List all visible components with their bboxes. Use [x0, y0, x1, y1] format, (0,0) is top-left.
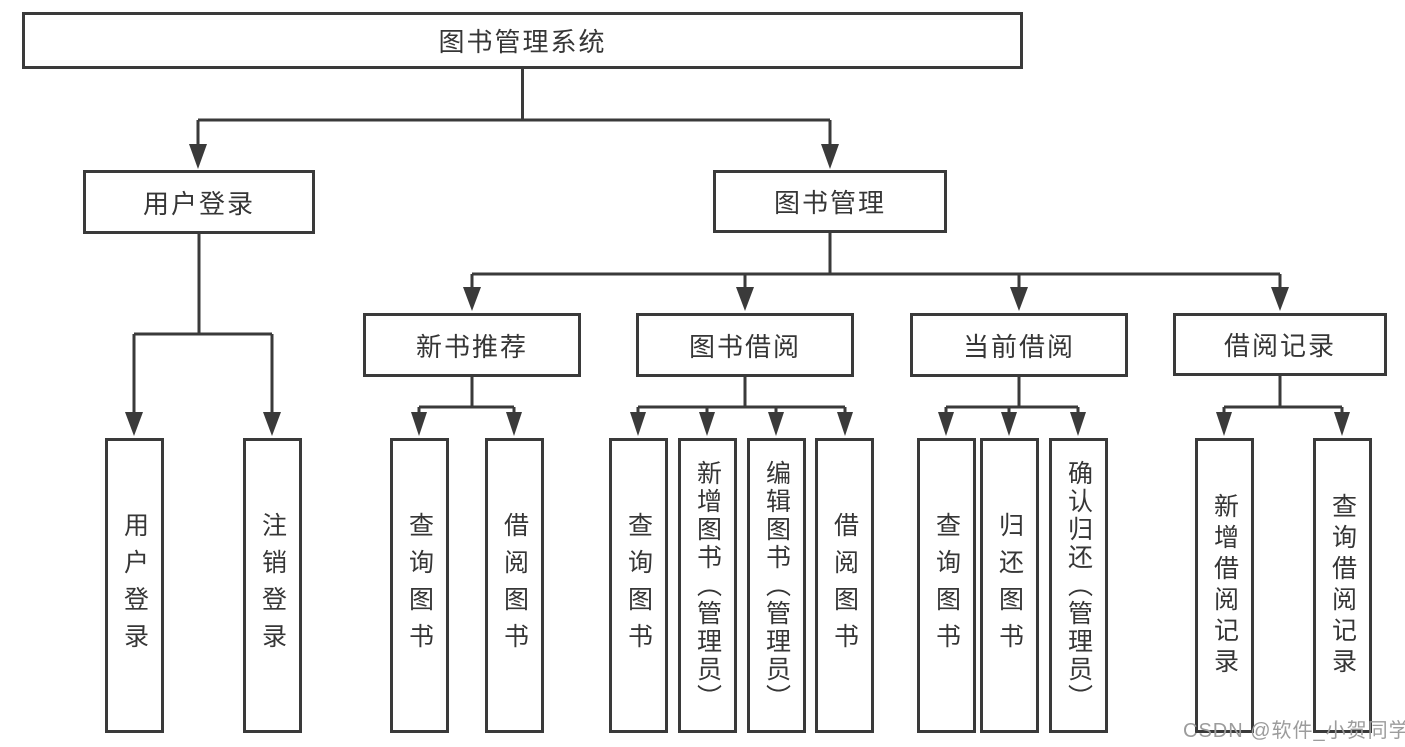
node-label: 当前借阅 [962, 331, 1075, 362]
node-user-login: 用户登录 [83, 170, 315, 234]
leaf-user-login: 用户登录 [105, 438, 164, 733]
node-label: 借阅图书 [500, 511, 529, 660]
node-label: 借阅记录 [1223, 331, 1336, 361]
node-new-book-recommend: 新书推荐 [363, 313, 581, 377]
node-label: 注销登录 [258, 511, 287, 660]
leaf-query-books-current: 查询图书 [917, 438, 976, 733]
leaf-borrow-books: 借阅图书 [815, 438, 874, 733]
node-label: 用户登录 [142, 188, 255, 219]
node-label: 查询借阅记录 [1328, 492, 1357, 679]
node-label: 查询图书 [405, 511, 434, 660]
leaf-add-book-admin: 新增图书（管理员） [678, 438, 737, 733]
leaf-return-book: 归还图书 [980, 438, 1039, 733]
leaf-query-books-borrow: 查询图书 [609, 438, 668, 733]
leaf-edit-book-admin: 编辑图书（管理员） [747, 438, 806, 733]
node-borrow-records: 借阅记录 [1173, 313, 1387, 376]
node-label: 查询图书 [932, 511, 961, 660]
node-label: 新增图书（管理员） [693, 459, 722, 712]
leaf-query-borrow-record: 查询借阅记录 [1313, 438, 1372, 733]
leaf-borrow-books-recommend: 借阅图书 [485, 438, 544, 733]
node-label: 归还图书 [995, 511, 1024, 660]
leaf-add-borrow-record: 新增借阅记录 [1195, 438, 1254, 733]
node-label: 新书推荐 [415, 331, 528, 362]
node-label: 图书管理 [773, 188, 886, 218]
node-label: 编辑图书（管理员） [762, 459, 791, 712]
node-library-system: 图书管理系统 [22, 12, 1023, 69]
node-label: 新增借阅记录 [1210, 492, 1239, 679]
node-label: 用户登录 [120, 511, 149, 660]
leaf-confirm-return-admin: 确认归还（管理员） [1049, 438, 1108, 733]
leaf-logout-login: 注销登录 [243, 438, 302, 733]
csdn-watermark: CSDN @软件_小贺同学 [1183, 720, 1405, 742]
node-label: 借阅图书 [830, 511, 859, 660]
node-book-management: 图书管理 [713, 170, 947, 233]
leaf-query-books-recommend: 查询图书 [390, 438, 449, 733]
node-label: 图书借阅 [688, 331, 801, 362]
node-book-borrow: 图书借阅 [636, 313, 854, 377]
node-label: 确认归还（管理员） [1064, 459, 1093, 712]
node-label: 图书管理系统 [438, 27, 607, 57]
node-current-borrow: 当前借阅 [910, 313, 1128, 377]
node-label: 查询图书 [624, 511, 653, 660]
